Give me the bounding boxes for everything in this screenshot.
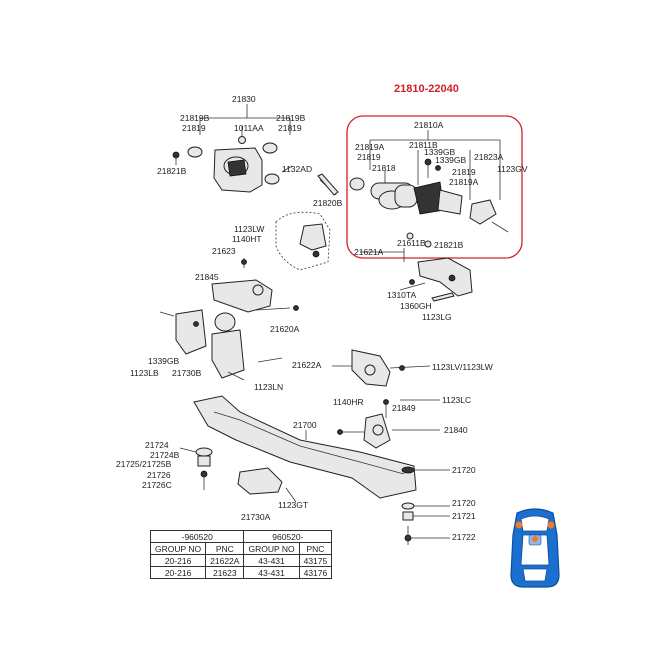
label-21820B: 21820B <box>313 198 343 208</box>
car-location-icon <box>510 508 560 588</box>
table-header: PNC <box>205 542 245 555</box>
table-row: 20-216 21623 43-431 43176 <box>149 566 333 579</box>
mount-21623 <box>159 258 299 381</box>
label-21818: 21818 <box>372 163 396 173</box>
highlight-box <box>346 115 523 259</box>
label-21821B-left: 21821B <box>157 166 187 176</box>
table-cell: 20-216 <box>149 566 207 579</box>
label-21823A: 21823A <box>474 152 504 162</box>
label-21819-mid: 21819 <box>452 167 476 177</box>
label-1123LN: 1123LN <box>254 382 283 392</box>
stack-21724 <box>179 447 213 490</box>
table-cell: 43176 <box>298 566 333 579</box>
mount-21622A <box>332 349 431 387</box>
label-21720-a: 21720 <box>452 465 476 475</box>
label-1339GB-c: 1339GB <box>148 356 180 366</box>
label-1339GB-a: 1339GB <box>424 147 456 157</box>
engine-outline <box>275 211 331 271</box>
label-21730B: 21730B <box>172 368 202 378</box>
label-1123GV: 1123GV <box>497 164 528 174</box>
table-cell: 43-431 <box>243 554 300 567</box>
table-cell: 20-216 <box>149 554 207 567</box>
label-21830: 21830 <box>232 94 256 104</box>
label-21840: 21840 <box>444 425 468 435</box>
stack-21720 <box>401 466 450 545</box>
bracket-21730A <box>237 467 297 503</box>
label-21819B-left: 21819B <box>180 113 210 123</box>
label-21819A-top: 21819A <box>355 142 385 152</box>
label-21819A-mid: 21819A <box>449 177 479 187</box>
table-header: GROUP NO <box>149 542 207 555</box>
table-cell: 21623 <box>205 566 245 579</box>
label-21620A: 21620A <box>270 324 300 334</box>
table-header: GROUP NO <box>243 542 300 555</box>
mount-21810-assembly <box>349 130 509 262</box>
label-21819-top: 21819 <box>357 152 381 162</box>
label-1140HR: 1140HR <box>333 397 364 407</box>
table-row: 20-216 21622A 43-431 43175 <box>149 554 333 567</box>
label-21721: 21721 <box>452 511 476 521</box>
table-cell: 21622A <box>205 554 245 567</box>
label-1123LC: 1123LC <box>442 395 471 405</box>
label-21821B-right: 21821B <box>434 240 464 250</box>
label-21726: 21726 <box>147 470 171 480</box>
label-21722: 21722 <box>452 532 476 542</box>
crossmember-21700 <box>193 395 417 499</box>
bracket-21621A <box>399 257 473 302</box>
label-21849: 21849 <box>392 403 416 413</box>
label-21819-right: 21819 <box>278 123 302 133</box>
label-21725-21725B: 21725/21725B <box>116 459 172 469</box>
label-1123LV-LW: 1123LV/1123LW <box>432 362 493 372</box>
table-header-row: GROUP NO PNC GROUP NO PNC <box>149 542 333 555</box>
label-1123LW-a: 1123LW <box>234 224 264 234</box>
table-cell: 43175 <box>298 554 333 567</box>
label-1132AD: 1132AD <box>282 164 312 174</box>
table-header: PNC <box>298 542 333 555</box>
label-1123GT: 1123GT <box>278 500 308 510</box>
label-21621A: 21621A <box>354 247 384 257</box>
label-21724: 21724 <box>145 440 169 450</box>
label-21819B-right: 21819B <box>276 113 306 123</box>
table-cell: 43-431 <box>243 566 300 579</box>
label-1140HT: 1140HT <box>232 234 262 244</box>
label-1011AA: 1011AA <box>234 123 264 133</box>
label-21623: 21623 <box>212 246 236 256</box>
table-period-1: -960520 <box>149 530 245 543</box>
label-1123LB: 1123LB <box>130 368 159 378</box>
label-1360GH: 1360GH <box>400 301 432 311</box>
label-1339GB-b: 1339GB <box>435 155 467 165</box>
label-21622A: 21622A <box>292 360 322 370</box>
label-1123LG: 1123LG <box>422 312 452 322</box>
mount-21840 <box>337 399 440 449</box>
table-period-2: 960520- <box>243 530 333 543</box>
mount-21830 <box>172 104 339 196</box>
label-21720-b: 21720 <box>452 498 476 508</box>
highlight-title: 21810-22040 <box>394 83 459 95</box>
label-21811B: 21811B <box>409 140 438 150</box>
label-1310TA: 1310TA <box>387 290 416 300</box>
label-21819-left: 21819 <box>182 123 206 133</box>
label-21845: 21845 <box>195 272 219 282</box>
label-21726C: 21726C <box>142 480 172 490</box>
application-table: -960520 960520- GROUP NO PNC GROUP NO PN… <box>149 530 333 579</box>
label-21724B: 21724B <box>150 450 180 460</box>
label-21730A: 21730A <box>241 512 271 522</box>
label-21810A: 21810A <box>414 120 444 130</box>
label-21700: 21700 <box>293 420 317 430</box>
label-21611B: 21611B <box>397 238 426 248</box>
